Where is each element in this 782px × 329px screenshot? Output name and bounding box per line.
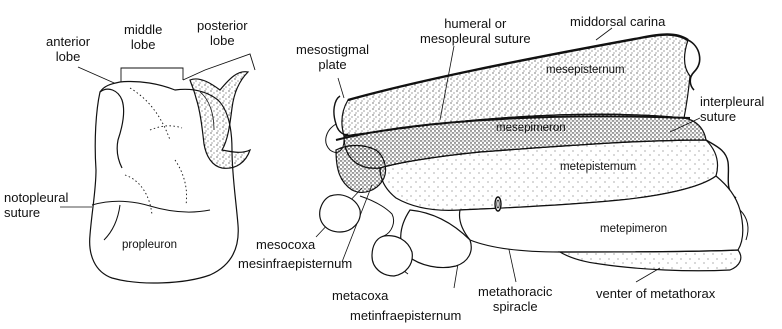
venter-of-metathorax-label: venter of metathorax bbox=[596, 286, 715, 301]
mesepimeron-label: mesepimeron bbox=[496, 121, 566, 136]
anterior-lobe-label: anterior lobe bbox=[46, 34, 90, 64]
middorsal-carina-label: middorsal carina bbox=[570, 14, 665, 29]
venter-of-metathorax-shape bbox=[560, 250, 741, 271]
interpleural-suture-label: interpleural suture bbox=[700, 94, 764, 124]
metacoxa-label: metacoxa bbox=[332, 288, 388, 303]
notopleural-suture-label: notopleural suture bbox=[4, 190, 68, 220]
thorax-figure bbox=[316, 28, 748, 288]
metathoracic-spiracle-shape bbox=[495, 197, 501, 211]
humeral-suture-label: humeral or mesopleural suture bbox=[420, 16, 531, 46]
posterior-lobe-label: posterior lobe bbox=[197, 18, 248, 48]
mesostigmal-plate-label: mesostigmal plate bbox=[296, 42, 369, 72]
mesocoxa-label: mesocoxa bbox=[256, 237, 315, 252]
mesinfraepisternum-region bbox=[336, 146, 386, 193]
mesinfraepisternum-label: mesinfraepisternum bbox=[238, 256, 352, 271]
mesepisternum-label: mesepisternum bbox=[546, 63, 625, 78]
middle-lobe-label: middle lobe bbox=[124, 22, 162, 52]
metepisternum-label: metepisternum bbox=[560, 160, 636, 175]
metinfraepisternum-label: metinfraepisternum bbox=[350, 308, 461, 323]
metathoracic-spiracle-label: metathoracic spiracle bbox=[478, 284, 552, 314]
propleuron-label: propleuron bbox=[122, 238, 177, 253]
middle-lobe-bracket bbox=[121, 68, 183, 80]
mesocoxa-shape bbox=[320, 195, 361, 232]
metepimeron-label: metepimeron bbox=[600, 222, 667, 237]
